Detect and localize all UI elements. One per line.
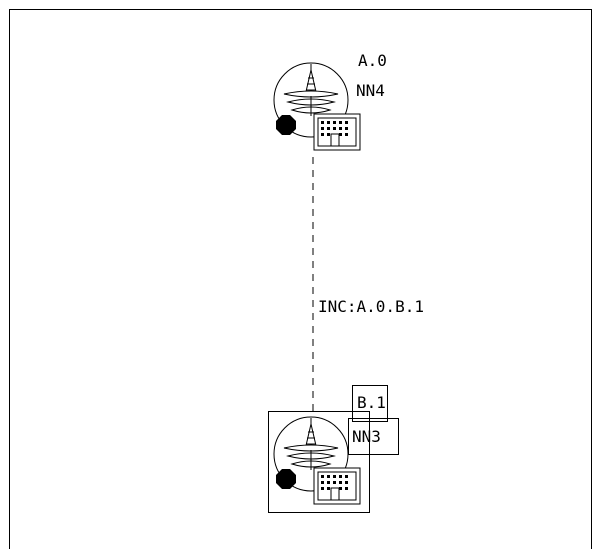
network-node-icon [273, 416, 361, 505]
network-node-icon [273, 62, 361, 151]
node-type-label[interactable]: NN3 [352, 427, 381, 446]
node-name-label[interactable]: B.1 [357, 393, 386, 412]
node-name-label[interactable]: A.0 [358, 51, 387, 70]
node-type-label[interactable]: NN4 [356, 81, 385, 100]
node-name-box [352, 385, 388, 422]
selection-frame [268, 411, 370, 513]
canvas-frame [9, 9, 592, 549]
network-node-bottom[interactable] [270, 414, 366, 510]
network-node-top[interactable] [270, 60, 366, 156]
link-label[interactable]: INC:A.0.B.1 [318, 297, 424, 316]
node-type-box [348, 418, 399, 455]
